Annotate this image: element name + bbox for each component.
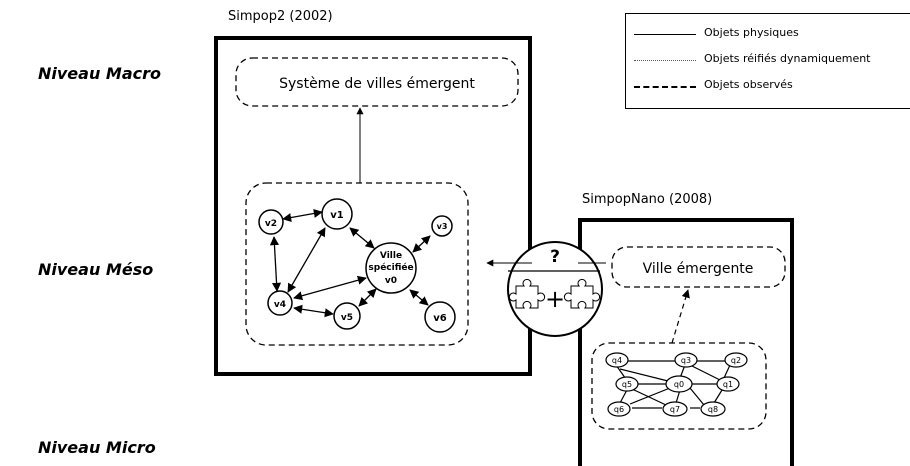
city-network-edges bbox=[269, 208, 431, 318]
level-macro-label: Niveau Macro bbox=[38, 64, 161, 83]
coupling-node: ? + bbox=[486, 241, 606, 337]
simpopnano-model-box bbox=[578, 218, 794, 466]
node-q1: q1 bbox=[716, 376, 740, 392]
edge-v1-v0 bbox=[349, 227, 375, 249]
emergent-system-label: Système de villes émergent bbox=[279, 76, 475, 92]
node-q7-label: q7 bbox=[670, 405, 680, 414]
legend-row-physical: Objets physiques bbox=[626, 26, 910, 42]
edge-v3-v0 bbox=[412, 235, 431, 253]
level-meso-label: Niveau Méso bbox=[38, 260, 154, 279]
edge-v4-v0 bbox=[293, 275, 367, 301]
edge-v2-v4 bbox=[269, 236, 282, 292]
legend-row-observed: Objets observés bbox=[626, 78, 910, 94]
edge-q4-q0 bbox=[619, 368, 669, 382]
legend-physical-label: Objets physiques bbox=[704, 26, 799, 39]
node-v6: v6 bbox=[424, 301, 456, 333]
edge-q1-q8 bbox=[713, 389, 723, 404]
node-v1: v1 bbox=[321, 198, 353, 230]
node-v5-label: v5 bbox=[341, 313, 353, 323]
node-q2: q2 bbox=[724, 352, 748, 368]
quarter-nodes: q4 q3 q2 q5 q0 q1 bbox=[605, 352, 748, 417]
legend-observed-label: Objets observés bbox=[704, 78, 793, 91]
coupling-circle bbox=[507, 241, 603, 337]
node-v2: v2 bbox=[258, 209, 284, 235]
dotted-line-swatch bbox=[634, 60, 696, 61]
city-network-box bbox=[245, 182, 469, 346]
node-q3-label: q3 bbox=[681, 356, 691, 365]
node-q0-label: q0 bbox=[674, 380, 684, 389]
legend-row-reified: Objets réifiés dynamiquement bbox=[626, 52, 910, 68]
edge-q0-q8 bbox=[689, 387, 705, 406]
node-q4: q4 bbox=[605, 352, 629, 368]
node-q2-label: q2 bbox=[731, 356, 741, 365]
node-v6-label: v6 bbox=[433, 313, 447, 324]
simpop2-model-box bbox=[214, 36, 532, 376]
node-q5: q5 bbox=[615, 376, 639, 392]
node-v0-line2: spécifiée bbox=[368, 262, 413, 273]
node-v3-label: v3 bbox=[437, 222, 448, 231]
emergent-city-box bbox=[611, 246, 786, 288]
node-v3: v3 bbox=[431, 215, 453, 237]
puzzle-piece-left-icon bbox=[508, 278, 546, 309]
edge-q0-q6 bbox=[629, 387, 671, 405]
edge-v0-v6 bbox=[409, 289, 429, 306]
edge-q3-q1 bbox=[689, 364, 721, 381]
puzzle-piece-right-icon bbox=[563, 278, 601, 309]
node-q6-label: q6 bbox=[614, 405, 624, 414]
level-micro-label: Niveau Micro bbox=[38, 438, 156, 457]
node-v0-line3: v0 bbox=[385, 276, 397, 286]
edge-v1-v4 bbox=[287, 227, 326, 293]
edge-v5-v0 bbox=[358, 288, 377, 307]
node-q8: q8 bbox=[700, 401, 726, 417]
node-v4-label: v4 bbox=[274, 300, 286, 310]
node-v5: v5 bbox=[333, 302, 361, 330]
node-v0: Ville spécifiée v0 bbox=[365, 242, 417, 294]
city-nodes: Ville spécifiée v0 v1 v2 v3 v4 bbox=[258, 198, 456, 333]
node-q7: q7 bbox=[662, 401, 688, 417]
node-v2-label: v2 bbox=[265, 219, 277, 229]
node-v0-line1: Ville bbox=[380, 251, 402, 261]
coupling-plus: + bbox=[545, 285, 565, 313]
edge-q2-q1 bbox=[723, 364, 731, 379]
legend-reified-label: Objets réifiés dynamiquement bbox=[704, 52, 871, 65]
node-q5-label: q5 bbox=[622, 380, 632, 389]
micro-emergence-arrow bbox=[671, 289, 690, 344]
edge-v4-v5 bbox=[293, 304, 334, 318]
coupling-question-mark: ? bbox=[550, 247, 560, 267]
node-v1-label: v1 bbox=[330, 210, 344, 221]
node-q8-label: q8 bbox=[708, 405, 718, 414]
quarter-network-box bbox=[591, 342, 767, 430]
node-q6: q6 bbox=[607, 401, 631, 417]
simpop2-title: Simpop2 (2002) bbox=[228, 9, 333, 24]
solid-line-swatch bbox=[634, 34, 696, 35]
simpopnano-title: SimpopNano (2008) bbox=[582, 192, 713, 207]
edge-v2-v1 bbox=[282, 208, 323, 223]
node-q3: q3 bbox=[674, 352, 698, 368]
node-q0: q0 bbox=[665, 375, 693, 393]
legend: Objets physiques Objets réifiés dynamiqu… bbox=[625, 13, 910, 109]
dashed-line-swatch bbox=[634, 86, 696, 88]
node-q1-label: q1 bbox=[723, 380, 733, 389]
emergent-city-label: Ville émergente bbox=[643, 261, 754, 277]
node-v4: v4 bbox=[267, 290, 293, 316]
node-q4-label: q4 bbox=[612, 356, 622, 365]
emergent-system-box bbox=[235, 57, 519, 107]
